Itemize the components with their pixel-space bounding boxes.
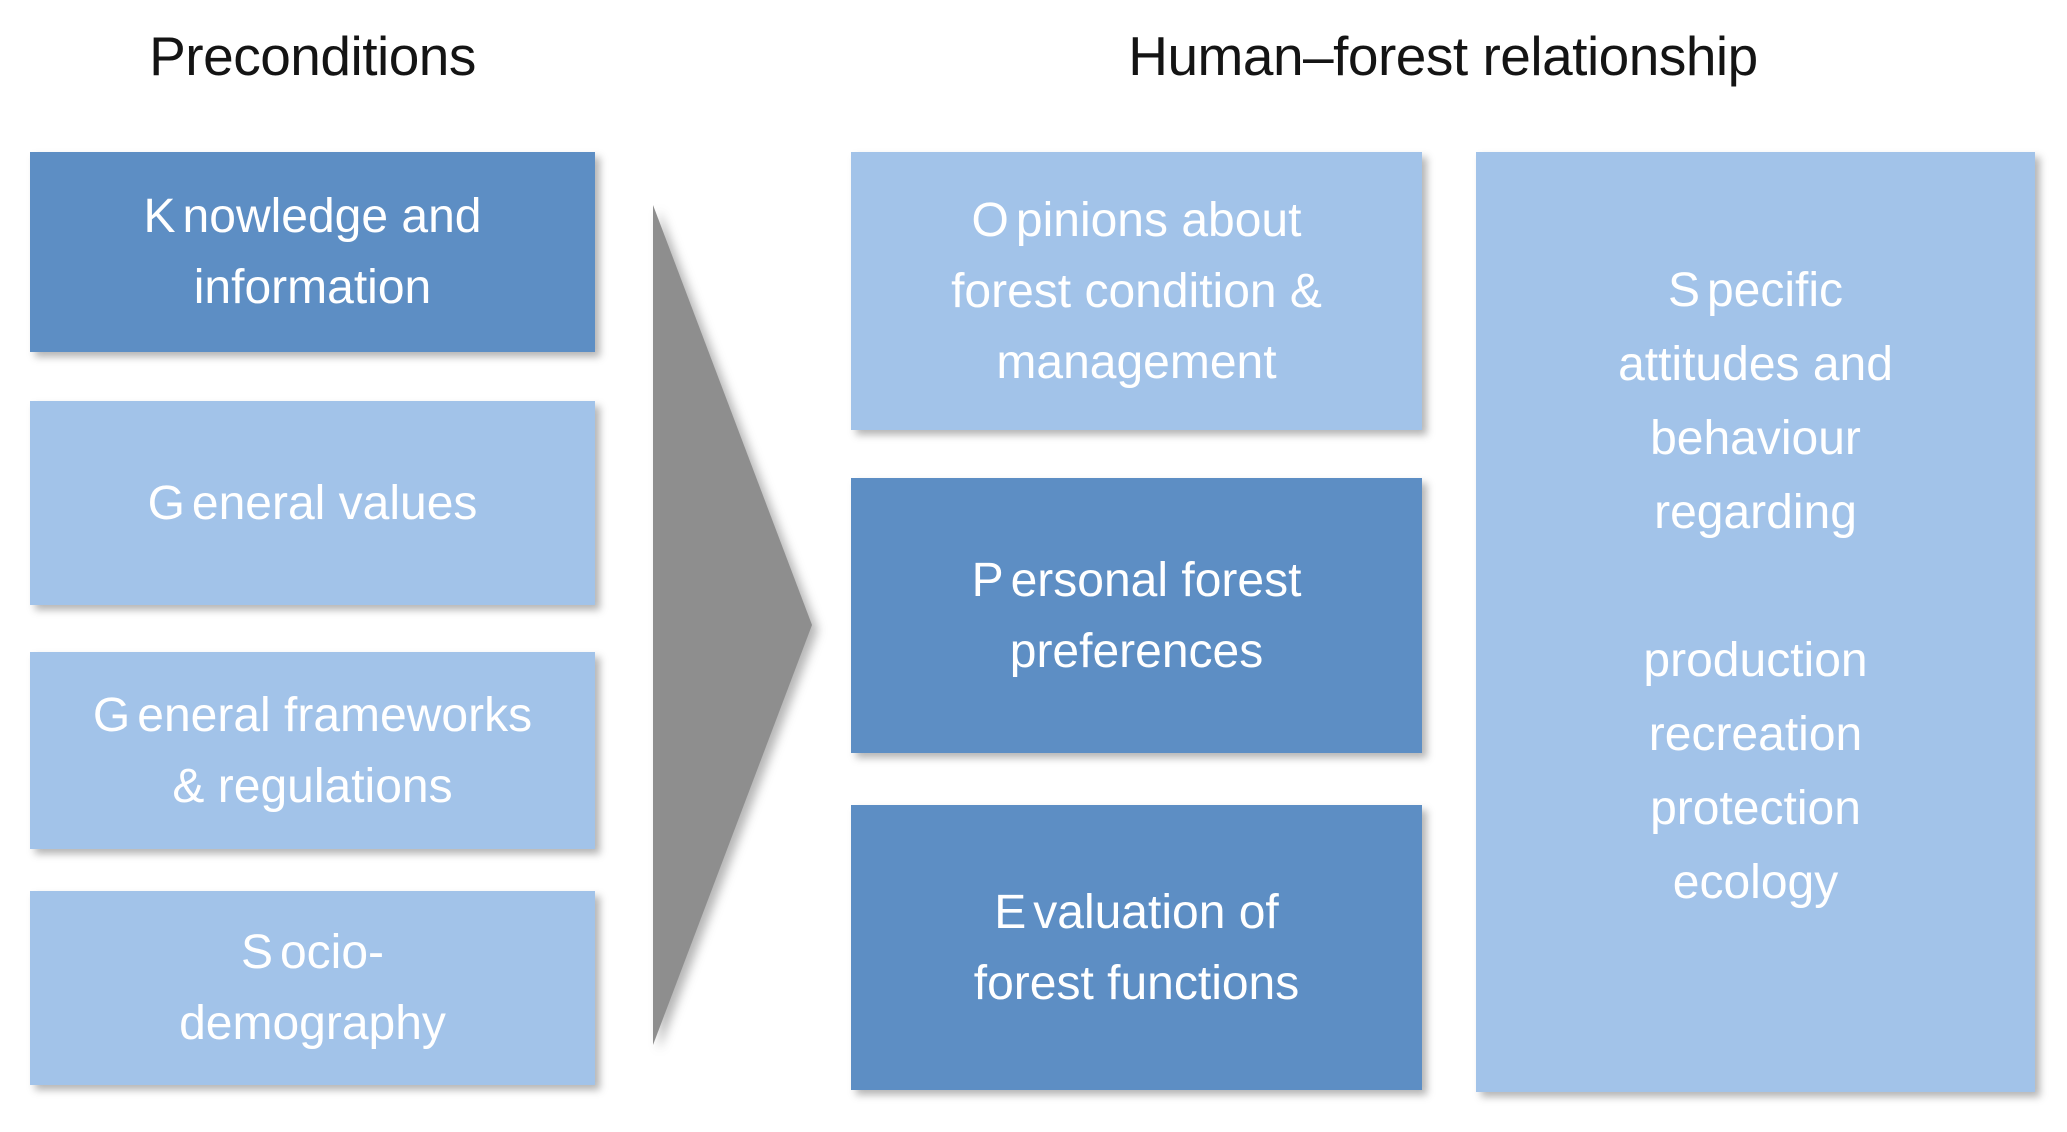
box-general-frameworks-regulations-label: General frameworks & regulations — [92, 688, 533, 813]
box-general-values-label: General values — [147, 476, 478, 530]
box-evaluation-forest-functions: Evaluation of forest functions — [851, 805, 1422, 1090]
box-opinions-forest-condition-label: Opinions about forest condition & manage… — [951, 193, 1322, 389]
human-forest-relationship-title: Human–forest relationship — [1128, 25, 1758, 87]
box-specific-attitudes-behaviour-label: Specific attitudes and behaviour regardi… — [1618, 264, 1893, 909]
box-general-values: General values — [30, 401, 595, 605]
box-knowledge-information-label: Knowledge and information — [143, 190, 482, 314]
box-socio-demography: Socio- demography — [30, 891, 595, 1085]
box-personal-forest-preferences-label: Personal forest preferences — [971, 553, 1302, 678]
box-opinions-forest-condition: Opinions about forest condition & manage… — [851, 152, 1422, 430]
box-specific-attitudes-behaviour: Specific attitudes and behaviour regardi… — [1476, 152, 2035, 1092]
flow-arrow-icon — [645, 195, 825, 1060]
box-knowledge-information: Knowledge and information — [30, 152, 595, 352]
box-personal-forest-preferences: Personal forest preferences — [851, 478, 1422, 753]
box-socio-demography-label: Socio- demography — [179, 926, 446, 1050]
preconditions-title: Preconditions — [149, 25, 476, 87]
box-general-frameworks-regulations: General frameworks & regulations — [30, 652, 595, 849]
box-evaluation-forest-functions-label: Evaluation of forest functions — [973, 885, 1300, 1010]
